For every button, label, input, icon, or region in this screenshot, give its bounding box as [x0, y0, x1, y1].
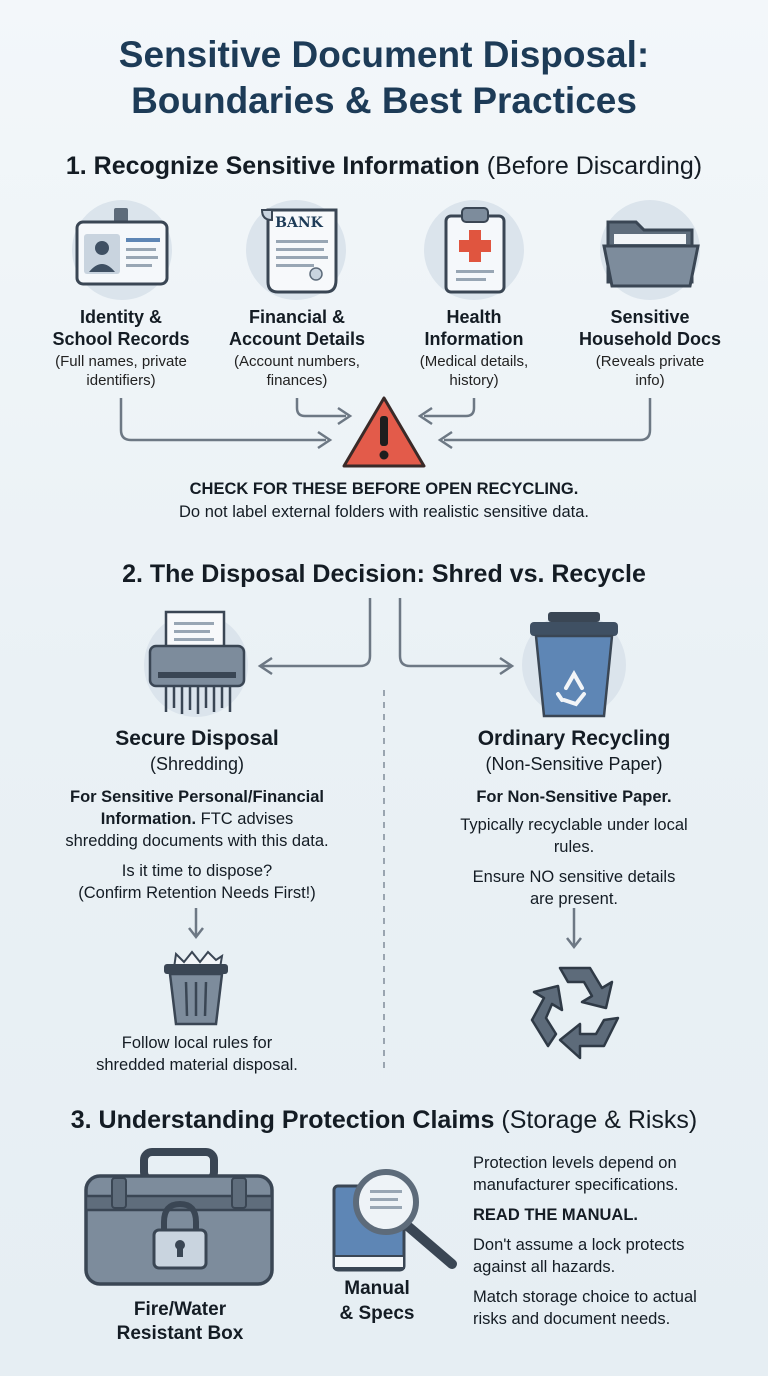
shredder-icon [148, 610, 246, 714]
category-desc: identifiers) [86, 372, 156, 389]
category-household: Sensitive Household Docs (Reveals privat… [565, 306, 735, 390]
category-identity: Identity & School Records (Full names, p… [36, 306, 206, 390]
secure-disposal-bold1: For Sensitive Personal/Financial [69, 788, 324, 806]
protection-p1a: Protection levels depend on [473, 1154, 677, 1172]
category-title: Identity & [79, 307, 162, 327]
section2-arrows [257, 598, 515, 676]
category-desc: (Full names, private [55, 353, 187, 370]
category-desc: (Medical details, [419, 353, 529, 370]
secure-disposal-title: Secure Disposal [115, 727, 279, 750]
retention-question: Is it time to dispose? [121, 862, 273, 880]
protection-p2a: Don't assume a lock protects [473, 1236, 685, 1254]
protection-p1b: manufacturer specifications. [473, 1176, 679, 1194]
section1-heading-bold: 1. Recognize Sensitive Information [65, 152, 480, 180]
warning-icon [342, 396, 426, 468]
category-title: Account Details [228, 329, 366, 349]
category-desc: history) [449, 372, 499, 389]
section3-heading: 3. Understanding Protection Claims (Stor… [0, 1106, 768, 1135]
ordinary-recycling-line3: Ensure NO sensitive details [472, 868, 676, 886]
id-card-icon [75, 208, 169, 286]
box-label-line1: Fire/Water [133, 1299, 227, 1320]
secure-disposal-column: Secure Disposal (Shredding) For Sensitiv… [20, 726, 374, 904]
bank-statement-icon [260, 208, 338, 294]
warning-bold: CHECK FOR THESE BEFORE OPEN RECYCLING. [189, 480, 579, 498]
retention-note: (Confirm Retention Needs First!) [78, 884, 316, 902]
category-desc: info) [635, 372, 665, 389]
shred-footnote-line1: Follow local rules for [121, 1034, 273, 1052]
ordinary-recycling-subtitle: (Non-Sensitive Paper) [485, 754, 663, 774]
category-title: School Records [52, 329, 190, 349]
warning-note: Do not label external folders with reali… [179, 503, 589, 521]
read-manual-note: READ THE MANUAL. [473, 1206, 638, 1224]
secure-disposal-rest2: FTC advises [196, 810, 294, 828]
page-title: Sensitive Document Disposal: Boundaries … [0, 32, 768, 124]
folder-icon [602, 220, 700, 288]
category-title: Health [446, 307, 502, 327]
title-line-1: Sensitive Document Disposal: [118, 34, 650, 75]
shred-footnote: Follow local rules for shredded material… [20, 1032, 374, 1076]
fire-water-box-label: Fire/Water Resistant Box [80, 1298, 280, 1346]
ordinary-recycling-line4: are present. [529, 890, 619, 908]
secure-disposal-bold2: Information. [100, 810, 197, 828]
category-desc: (Reveals private [595, 353, 705, 370]
category-desc: (Account numbers, [234, 353, 360, 370]
ordinary-recycling-line1: Typically recyclable under local [460, 816, 688, 834]
protection-p2b: against all hazards. [473, 1258, 616, 1276]
category-health: Health Information (Medical details, his… [389, 306, 559, 390]
category-title: Household Docs [578, 329, 721, 349]
down-arrows [188, 908, 582, 950]
secure-disposal-line3: shredding documents with this data. [65, 832, 329, 850]
fire-water-box-icon [84, 1148, 274, 1286]
trash-can-icon [164, 950, 228, 1026]
recycle-symbol-icon [530, 966, 620, 1060]
manual-label-line1: Manual [344, 1278, 410, 1299]
medical-clipboard-icon [444, 207, 506, 294]
ordinary-recycling-bold: For Non-Sensitive Paper. [476, 788, 672, 806]
section3-heading-bold: 3. Understanding Protection Claims [70, 1106, 495, 1134]
ordinary-recycling-column: Ordinary Recycling (Non-Sensitive Paper)… [396, 726, 752, 910]
bank-icon-text: BANK [275, 215, 323, 231]
section3-heading-light: (Storage & Risks) [494, 1106, 698, 1134]
manual-label: Manual & Specs [318, 1276, 436, 1326]
recycle-bin-icon [530, 612, 618, 718]
shred-footnote-line2: shredded material disposal. [96, 1056, 298, 1074]
category-title: Information [424, 329, 524, 349]
category-title: Sensitive [610, 307, 690, 327]
section1-heading-light: (Before Discarding) [479, 152, 703, 180]
warning-message: CHECK FOR THESE BEFORE OPEN RECYCLING. D… [0, 478, 768, 524]
box-label-line2: Resistant Box [116, 1323, 244, 1344]
section1-arrows [119, 398, 652, 450]
ordinary-recycling-line2: rules. [553, 838, 595, 856]
category-title: Financial & [248, 307, 346, 327]
protection-p3a: Match storage choice to actual [473, 1288, 697, 1306]
title-line-2: Boundaries & Best Practices [131, 80, 637, 121]
protection-notes: Protection levels depend on manufacturer… [473, 1152, 753, 1330]
manual-magnifier-icon [332, 1169, 457, 1272]
secure-disposal-subtitle: (Shredding) [149, 754, 245, 774]
category-desc: finances) [266, 372, 328, 389]
protection-p3b: risks and document needs. [473, 1310, 671, 1328]
ordinary-recycling-title: Ordinary Recycling [477, 727, 671, 750]
category-financial: Financial & Account Details (Account num… [212, 306, 382, 390]
section1-heading: 1. Recognize Sensitive Information (Befo… [0, 152, 768, 181]
manual-label-line2: & Specs [339, 1303, 415, 1324]
section2-heading: 2. The Disposal Decision: Shred vs. Recy… [122, 560, 646, 588]
